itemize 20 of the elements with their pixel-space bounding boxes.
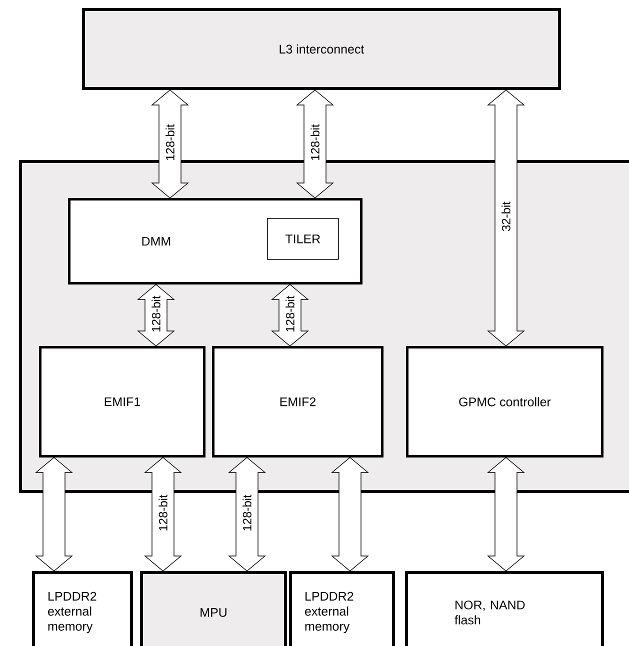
memory-box: LPDDR2 external memory [32, 571, 133, 646]
module-box: EMIF2 [212, 346, 384, 458]
edge-label: 128-bit [242, 494, 252, 532]
double-arrow [35, 457, 73, 572]
submodule-box: TILER [267, 218, 339, 260]
interconnect-box: L3 interconnect [82, 8, 561, 90]
memory-box: LPDDR2 external memory [289, 571, 395, 646]
double-arrow [331, 457, 369, 572]
double-arrow [487, 90, 525, 346]
double-arrow [487, 457, 525, 572]
processor-box: MPU [140, 571, 287, 646]
module-box: EMIF1 [39, 346, 206, 458]
edge-label: 128-bit [164, 123, 176, 162]
edge-label: 128-bit [150, 294, 162, 334]
edge-label: 32-bit [500, 200, 512, 233]
edge-label: 128-bit [158, 494, 168, 532]
module-box: GPMC controller [406, 346, 604, 458]
edge-label: 128-bit [310, 123, 320, 162]
memory-box: NOR, NAND flash [405, 571, 604, 646]
edge-label: 128-bit [284, 294, 296, 334]
